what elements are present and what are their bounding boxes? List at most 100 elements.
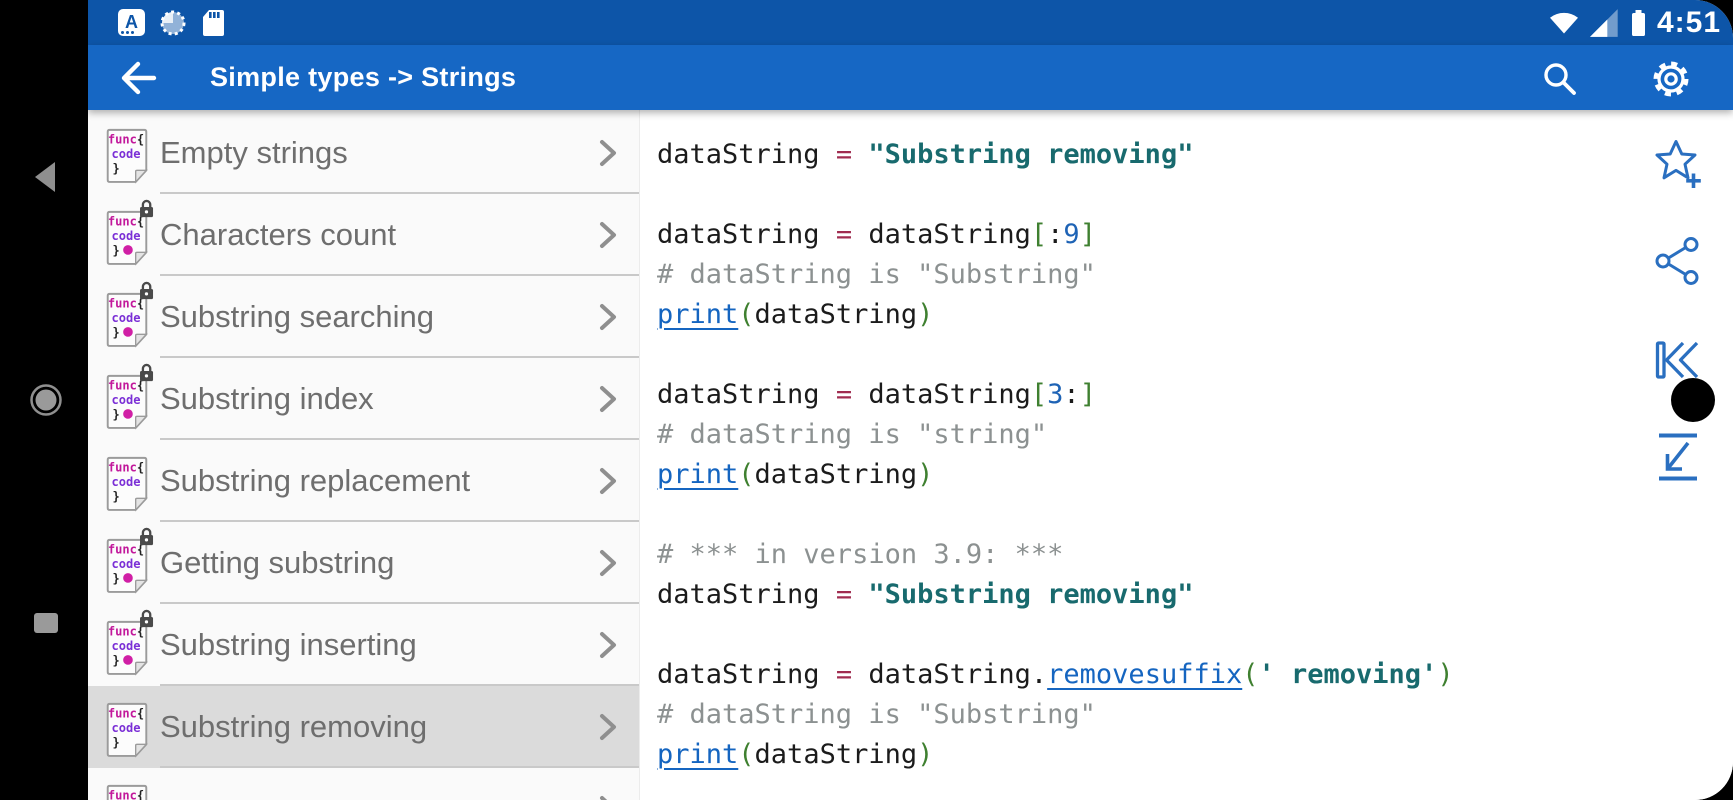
app-window: Simple types -> StringsA 4:51 — [88, 0, 1733, 800]
doc-icon-code-text: code — [112, 557, 141, 571]
doc-icon-func-text: func — [108, 378, 137, 392]
code-token: ) — [917, 739, 934, 770]
list-item[interactable]: func{ code } — [88, 768, 639, 800]
translator-app-icon: Simple types -> StringsA — [118, 9, 145, 36]
list-item[interactable]: func{ code } Substring removing — [88, 686, 639, 768]
search-icon — [1544, 63, 1568, 87]
code-token: dataString. — [852, 659, 1048, 690]
doc-icon-open-brace: { — [137, 296, 144, 310]
code-link[interactable]: print — [657, 739, 739, 770]
dot-badge — [123, 409, 133, 419]
list-item[interactable]: func{ code } Empty strings — [88, 112, 639, 194]
code-line: # dataString is "string" — [657, 415, 1733, 455]
list-item-label: Substring index — [160, 381, 374, 416]
doc-icon-code-text: code — [112, 311, 141, 325]
list-item[interactable]: func{ code } Substring replacement — [88, 440, 639, 522]
back-arrow-button[interactable] — [116, 55, 162, 101]
list-item[interactable]: func{ code } Substring inserting — [88, 604, 639, 686]
chevron-right-icon — [600, 714, 616, 740]
code-token: dataString — [852, 219, 1031, 250]
code-line: dataString = "Substring removing" — [657, 135, 1733, 175]
chevron-right-icon — [600, 550, 616, 576]
search-button[interactable] — [1537, 56, 1581, 100]
code-token: # dataString is "string" — [657, 419, 1048, 450]
doc-icon-code-text: code — [112, 721, 141, 735]
code-snippet-icon: func{ code } — [106, 456, 148, 512]
doc-icon-close-brace: } — [113, 407, 120, 421]
code-line: print(dataString) — [657, 295, 1733, 335]
doc-icon-func-text: func — [108, 296, 137, 310]
chevron-right-icon — [600, 140, 616, 166]
doc-icon-close-brace: } — [113, 571, 120, 585]
home-button[interactable] — [22, 376, 70, 424]
code-token: ) — [917, 459, 934, 490]
list-item-label: Substring removing — [160, 709, 428, 744]
code-token: # dataString is "Substring" — [657, 259, 1096, 290]
search-icon-handle — [1561, 80, 1576, 95]
skip-to-start-icon — [1655, 341, 1699, 379]
doc-icon-close-brace: } — [113, 243, 120, 257]
code-line — [657, 175, 1733, 215]
doc-icon-open-brace: { — [137, 624, 144, 638]
code-line: print(dataString) — [657, 735, 1733, 775]
doc-icon-code-text: code — [112, 639, 141, 653]
doc-icon-open-brace: { — [137, 460, 144, 474]
doc-icon-open-brace: { — [137, 706, 144, 720]
list-item[interactable]: func{ code } Substring searching — [88, 276, 639, 358]
go-to-end-button[interactable] — [1650, 429, 1706, 485]
code-line — [657, 495, 1733, 535]
list-item[interactable]: func{ code } Substring index — [88, 358, 639, 440]
code-token: # dataString is "Substring" — [657, 699, 1096, 730]
code-token: dataString — [754, 739, 918, 770]
code-line: dataString = dataString.removesuffix(' r… — [657, 655, 1733, 695]
recents-button[interactable] — [22, 599, 70, 647]
home-circle-icon — [30, 384, 62, 416]
list-item-label: Substring replacement — [160, 463, 471, 498]
dot-badge — [123, 573, 133, 583]
code-snippet-icon: func{ code } — [106, 199, 154, 266]
list-item-label: Empty strings — [160, 135, 348, 170]
back-arrow-icon — [121, 61, 157, 95]
sd-card-notification-icon — [203, 9, 224, 36]
lock-icon — [140, 363, 154, 382]
add-favorite-button[interactable] — [1650, 135, 1706, 191]
doc-icon-code-text: code — [112, 475, 141, 489]
cell-signal-icon — [1589, 8, 1618, 37]
code-token: [ — [1030, 219, 1048, 250]
code-snippet-icon: func{ code } — [106, 527, 154, 594]
code-token: ] — [1079, 379, 1096, 410]
status-bar-notifications: Simple types -> StringsA — [118, 0, 226, 45]
doc-icon-close-brace: } — [113, 735, 120, 749]
snippet-list: func{ code } Empty strings func{ code } … — [88, 110, 640, 800]
list-item[interactable]: func{ code } Getting substring — [88, 522, 639, 604]
settings-button[interactable] — [1647, 55, 1695, 103]
code-link[interactable]: print — [657, 299, 739, 330]
svg-text:func{: func{ — [108, 214, 144, 228]
chevron-right-icon — [600, 796, 608, 800]
share-button[interactable] — [1650, 233, 1706, 289]
code-snippet-icon: func{ code } — [106, 281, 154, 348]
code-token: : — [1063, 379, 1080, 410]
svg-text:func{: func{ — [108, 542, 144, 556]
gear-icon — [1653, 61, 1689, 97]
code-token: = — [835, 659, 853, 690]
code-line — [657, 615, 1733, 655]
list-item[interactable]: func{ code } Characters count — [88, 194, 639, 276]
code-token: dataString — [657, 219, 836, 250]
code-token: dataString — [754, 299, 918, 330]
code-line: print(dataString) — [657, 455, 1733, 495]
code-token: = — [835, 579, 853, 610]
code-token: ( — [738, 459, 755, 490]
code-token: ] — [1079, 219, 1096, 250]
code-link[interactable]: removesuffix — [1047, 659, 1243, 690]
list-item-label: Characters count — [160, 217, 397, 252]
code-link[interactable]: print — [657, 459, 739, 490]
go-to-start-button[interactable] — [1650, 332, 1706, 388]
back-button[interactable] — [22, 153, 70, 201]
doc-icon-open-brace: { — [137, 378, 144, 392]
code-token: ( — [738, 299, 755, 330]
code-token: ( — [738, 739, 755, 770]
svg-text:func{: func{ — [108, 460, 144, 474]
doc-icon-close-brace: } — [113, 653, 120, 667]
doc-icon-open-brace: { — [137, 132, 144, 146]
